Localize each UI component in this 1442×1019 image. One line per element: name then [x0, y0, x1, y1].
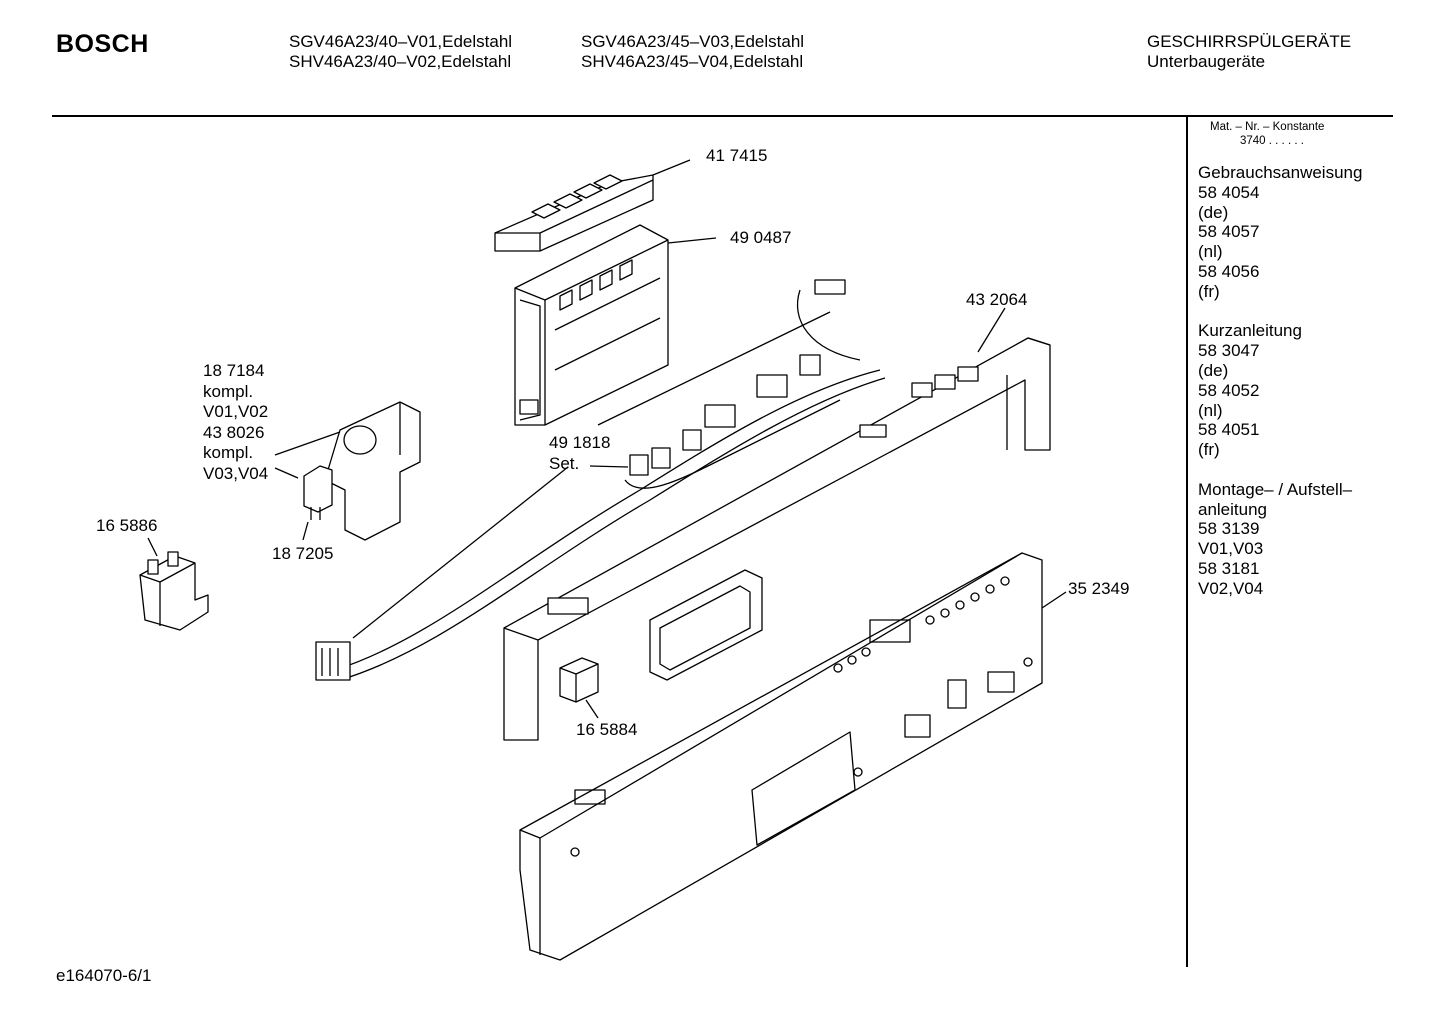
- document-line: (nl): [1198, 400, 1223, 420]
- brand-logo: BOSCH: [56, 30, 149, 58]
- header-rule: [52, 115, 1393, 117]
- callout-352349: 35 2349: [1068, 579, 1130, 598]
- model-line: SHV46A23/45–V04,Edelstahl: [581, 52, 804, 71]
- document-line: 58 4057: [1198, 222, 1260, 242]
- document-line: V01,V03: [1198, 539, 1264, 559]
- callout-line: 49 1818: [549, 433, 611, 452]
- control-module-part: [514, 224, 717, 426]
- document-line: V02,V04: [1198, 578, 1264, 598]
- document-line: Kurzanleitung: [1198, 321, 1302, 341]
- callout-line: 18 7184: [203, 361, 265, 380]
- document-line: 58 3047: [1198, 341, 1260, 361]
- document-line: (fr): [1198, 281, 1220, 301]
- panel-frame-part: [503, 307, 1051, 741]
- callout-165886: 16 5886: [96, 516, 158, 535]
- document-line: 58 4052: [1198, 380, 1260, 400]
- category-title: GESCHIRRSPÜLGERÄTE: [1147, 32, 1352, 51]
- document-id: e164070-6/1: [56, 966, 152, 985]
- document-line: Montage– / Aufstell–: [1198, 479, 1353, 499]
- document-line: 58 3181: [1198, 558, 1260, 578]
- category-subtitle: Unterbaugeräte: [1147, 52, 1266, 71]
- capacitor-part: [302, 465, 333, 541]
- callout-line: V01,V02: [203, 402, 269, 421]
- model-line: SHV46A23/40–V02,Edelstahl: [289, 52, 512, 71]
- sidebar-rule: [1186, 117, 1188, 967]
- document-list: Gebrauchsanweisung 58 4054 (de) 58 4057 …: [1198, 163, 1362, 599]
- mat-number-header: Mat. – Nr. – Konstante 3740 . . . . . .: [1210, 120, 1324, 148]
- callout-490487: 49 0487: [730, 228, 792, 247]
- document-line: anleitung: [1198, 499, 1268, 519]
- callout-line: 43 8026: [203, 422, 265, 442]
- document-line: Gebrauchsanweisung: [1198, 163, 1363, 182]
- model-list-2: SGV46A23/45–V03,Edelstahl SHV46A23/45–V0…: [581, 32, 804, 72]
- callout-417415: 41 7415: [706, 146, 768, 165]
- document-line: 58 4054: [1198, 182, 1260, 202]
- front-panel-part: [519, 552, 1067, 961]
- small-cube-part: [559, 657, 599, 719]
- document-line: (de): [1198, 360, 1229, 380]
- document-line: 58 4051: [1198, 420, 1260, 440]
- callout-line: kompl.: [203, 443, 254, 462]
- callout-line: Set.: [549, 453, 580, 473]
- mat-number-label: Mat. – Nr. – Konstante: [1210, 121, 1325, 133]
- model-line: SGV46A23/45–V03,Edelstahl: [581, 32, 805, 51]
- model-list-1: SGV46A23/40–V01,Edelstahl SHV46A23/40–V0…: [289, 32, 512, 72]
- model-line: SGV46A23/40–V01,Edelstahl: [289, 32, 513, 51]
- relay-assembly-part: [274, 401, 421, 541]
- callout-line: kompl.: [203, 381, 254, 401]
- document-line: 58 4056: [1198, 261, 1260, 281]
- callout-491818: 49 1818 Set.: [549, 433, 610, 474]
- callout-432064: 43 2064: [966, 290, 1028, 309]
- callout-187184: 18 7184 kompl. V01,V02 43 8026 kompl. V0…: [203, 361, 268, 484]
- document-line: 58 3139: [1198, 519, 1260, 539]
- document-line: (nl): [1198, 242, 1223, 262]
- callout-187205: 18 7205: [272, 544, 334, 563]
- document-line: (fr): [1198, 440, 1220, 460]
- wiring-harness-part: [315, 279, 886, 681]
- callout-165884: 16 5884: [576, 720, 638, 739]
- mat-number-value: 3740 . . . . . .: [1240, 135, 1304, 147]
- connector-block-part: [139, 537, 209, 631]
- button-strip-part: [494, 159, 691, 252]
- category-block: GESCHIRRSPÜLGERÄTE Unterbaugeräte: [1147, 32, 1351, 72]
- callout-line: V03,V04: [203, 463, 269, 483]
- document-line: (de): [1198, 202, 1229, 222]
